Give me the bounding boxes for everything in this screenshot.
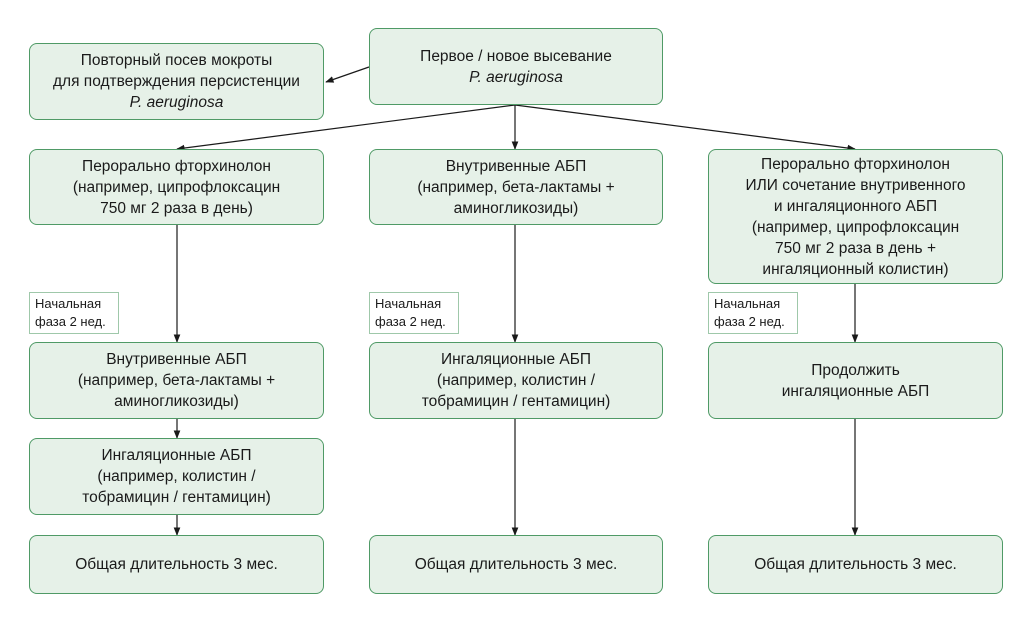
arrow-top-to-col1 bbox=[176, 104, 516, 152]
col1-total-text: Общая длительность 3 мес. bbox=[75, 556, 278, 573]
col2-phase-note: Начальная фаза 2 нед. bbox=[369, 292, 459, 334]
col3-cont-line1: Продолжить bbox=[811, 361, 900, 379]
repeat-culture-line2: для подтверждения персистенции bbox=[53, 73, 300, 90]
col1-inh-line2: (например, колистин / bbox=[97, 468, 256, 485]
col3-start-line6: ингаляционный колистин) bbox=[762, 260, 949, 278]
col1-phase-note: Начальная фаза 2 нед. bbox=[29, 292, 119, 334]
col1-iv-line3: аминогликозиды) bbox=[114, 393, 239, 410]
col3-continue-inhaled-box: Продолжить ингаляционные АБП bbox=[708, 342, 1003, 419]
first-isolation-box: Первое / новое высевание P. aeruginosa bbox=[369, 28, 663, 105]
col1-oral-fluoroquinolone-box: Перорально фторхинолон (например, ципроф… bbox=[29, 149, 324, 225]
col2-inhaled-antibiotics-box: Ингаляционные АБП (например, колистин / … bbox=[369, 342, 663, 419]
col2-note-line2: фаза 2 нед. bbox=[375, 314, 446, 329]
col1-start-line2: (например, ципрофлоксацин bbox=[72, 178, 281, 196]
col1-note-line1: Начальная bbox=[35, 296, 102, 311]
arrow-top-to-col3 bbox=[514, 104, 856, 152]
col2-start-line1: Внутривенные АБП bbox=[445, 157, 587, 175]
col3-note-line2: фаза 2 нед. bbox=[714, 314, 785, 329]
col3-phase-note: Начальная фаза 2 нед. bbox=[708, 292, 798, 334]
col3-start-line3: и ингаляционного АБП bbox=[773, 197, 938, 215]
repeat-culture-organism: P. aeruginosa bbox=[129, 94, 224, 111]
col2-iv-antibiotics-box: Внутривенные АБП (например, бета-лактамы… bbox=[369, 149, 663, 225]
col2-start-line3: аминогликозиды) bbox=[453, 199, 579, 217]
col2-inh-line2: (например, колистин / bbox=[436, 372, 596, 389]
col1-note-line2: фаза 2 нед. bbox=[35, 314, 106, 329]
col1-total-duration-box: Общая длительность 3 мес. bbox=[29, 535, 324, 594]
col3-total-text: Общая длительность 3 мес. bbox=[754, 556, 957, 573]
col1-inhaled-antibiotics-box: Ингаляционные АБП (например, колистин / … bbox=[29, 438, 324, 515]
first-isolation-organism: P. aeruginosa bbox=[469, 68, 563, 86]
col3-oral-or-combined-box: Перорально фторхинолон ИЛИ сочетание вну… bbox=[708, 149, 1003, 284]
col2-inh-line1: Ингаляционные АБП bbox=[440, 351, 592, 368]
first-isolation-line1: Первое / новое высевание bbox=[420, 47, 612, 65]
col2-total-text: Общая длительность 3 мес. bbox=[414, 556, 618, 573]
col3-total-duration-box: Общая длительность 3 мес. bbox=[708, 535, 1003, 594]
col1-start-line3: 750 мг 2 раза в день) bbox=[100, 199, 253, 217]
col3-start-line5: 750 мг 2 раза в день + bbox=[774, 239, 936, 257]
col3-start-line4: (например, ципрофлоксацин bbox=[751, 218, 960, 236]
col2-note-line1: Начальная bbox=[375, 296, 442, 311]
col3-start-line2: ИЛИ сочетание внутривенного bbox=[745, 176, 966, 194]
repeat-culture-box: Повторный посев мокроты для подтверждени… bbox=[29, 43, 324, 120]
col1-inh-line1: Ингаляционные АБП bbox=[101, 447, 252, 464]
col3-note-line1: Начальная bbox=[714, 296, 781, 311]
col3-start-line1: Перорально фторхинолон bbox=[761, 155, 950, 173]
col1-iv-line2: (например, бета-лактамы + bbox=[77, 372, 276, 389]
arrow-top-to-repeat bbox=[325, 66, 370, 83]
col1-iv-antibiotics-box: Внутривенные АБП (например, бета-лактамы… bbox=[29, 342, 324, 419]
col2-start-line2: (например, бета-лактамы + bbox=[417, 178, 615, 196]
col2-inh-line3: тобрамицин / гентамицин) bbox=[421, 393, 611, 410]
repeat-culture-line1: Повторный посев мокроты bbox=[80, 52, 273, 69]
col2-total-duration-box: Общая длительность 3 мес. bbox=[369, 535, 663, 594]
col3-cont-line2: ингаляционные АБП bbox=[781, 382, 930, 400]
col1-inh-line3: тобрамицин / гентамицин) bbox=[82, 489, 271, 506]
col1-start-line1: Перорально фторхинолон bbox=[82, 157, 271, 175]
col1-iv-line1: Внутривенные АБП bbox=[106, 351, 247, 368]
